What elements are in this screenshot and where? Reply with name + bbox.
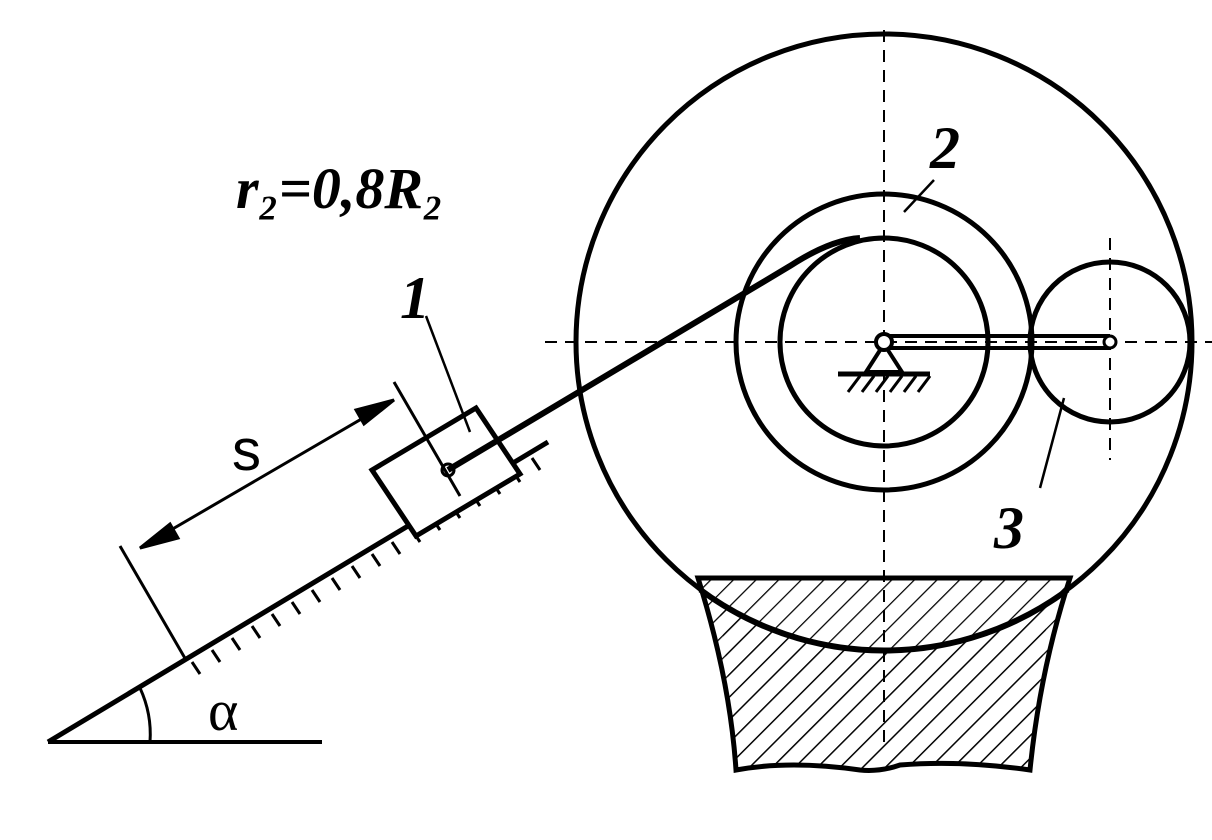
dimension-s <box>118 381 462 661</box>
angle-label: α <box>208 678 238 743</box>
crank-arm <box>884 334 1118 350</box>
body-2-label: 2 <box>929 115 960 181</box>
leader-lines <box>424 179 1066 489</box>
body-1-label: 1 <box>400 265 430 331</box>
pivot-support <box>838 332 932 393</box>
distance-label: s <box>232 418 261 483</box>
body-3-label: 3 <box>993 495 1024 561</box>
support-base-hatch <box>718 600 1050 771</box>
formula-label: r₂=0,8R₂ <box>236 156 443 221</box>
wheel-3 <box>1027 259 1193 425</box>
wheel-2-inner <box>777 235 991 449</box>
rope <box>446 235 861 473</box>
angle-arc <box>138 687 152 743</box>
